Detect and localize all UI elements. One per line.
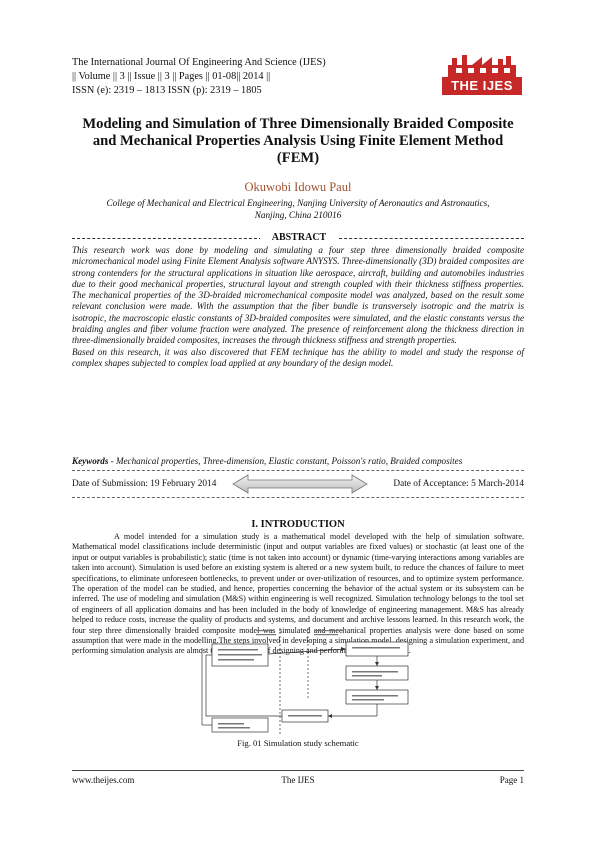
footer-divider	[72, 770, 524, 771]
section-heading-introduction: I. INTRODUCTION	[251, 519, 345, 530]
figure-caption: Fig. 01 Simulation study schematic	[237, 738, 359, 748]
page-number: Page 1	[499, 775, 524, 785]
double-arrow-icon	[232, 474, 368, 494]
abstract-body: This research work was done by modeling …	[72, 245, 524, 369]
affiliation-line-1: College of Mechanical and Electrical Eng…	[106, 198, 490, 208]
divider-left	[72, 238, 262, 239]
footer-journal: The IJES	[281, 775, 315, 785]
issn-line: ISSN (e): 2319 – 1813 ISSN (p): 2319 – 1…	[72, 85, 262, 96]
abstract-label: ABSTRACT	[260, 232, 338, 243]
divider-top	[72, 470, 524, 471]
keywords: Keywords - Mechanical properties, Three-…	[72, 456, 524, 466]
keywords-label: Keywords	[72, 456, 109, 466]
simulation-schematic-figure	[201, 628, 409, 734]
affiliation-line-2: Nanjing, China 210016	[254, 210, 342, 220]
submission-date: Date of Submission: 19 February 2014	[72, 479, 217, 489]
logo-text: THE IJES	[442, 77, 522, 95]
journal-name: The International Journal Of Engineering…	[72, 57, 326, 68]
footer-website: www.theijes.com	[72, 775, 135, 785]
dates-row: Date of Submission: 19 February 2014 Dat…	[72, 474, 524, 494]
journal-header: The International Journal Of Engineering…	[72, 56, 402, 98]
journal-logo: THE IJES	[442, 55, 522, 95]
paper-title: Modeling and Simulation of Three Dimensi…	[82, 116, 514, 166]
affiliation: College of Mechanical and Electrical Eng…	[80, 197, 516, 221]
keywords-text: - Mechanical properties, Three-dimension…	[108, 456, 463, 466]
acceptance-date: Date of Acceptance: 5 March-2014	[393, 479, 524, 489]
author-name: Okuwobi Idowu Paul	[244, 180, 352, 194]
divider-right	[334, 238, 524, 239]
factory-icon	[448, 55, 516, 77]
abstract-paragraph-2: Based on this research, it was also disc…	[72, 346, 524, 368]
divider-bottom	[72, 497, 524, 498]
abstract-paragraph-1: This research work was done by modeling …	[72, 245, 524, 346]
volume-line: || Volume || 3 || Issue || 3 || Pages ||…	[72, 71, 271, 82]
abstract-heading: ABSTRACT	[72, 232, 524, 244]
